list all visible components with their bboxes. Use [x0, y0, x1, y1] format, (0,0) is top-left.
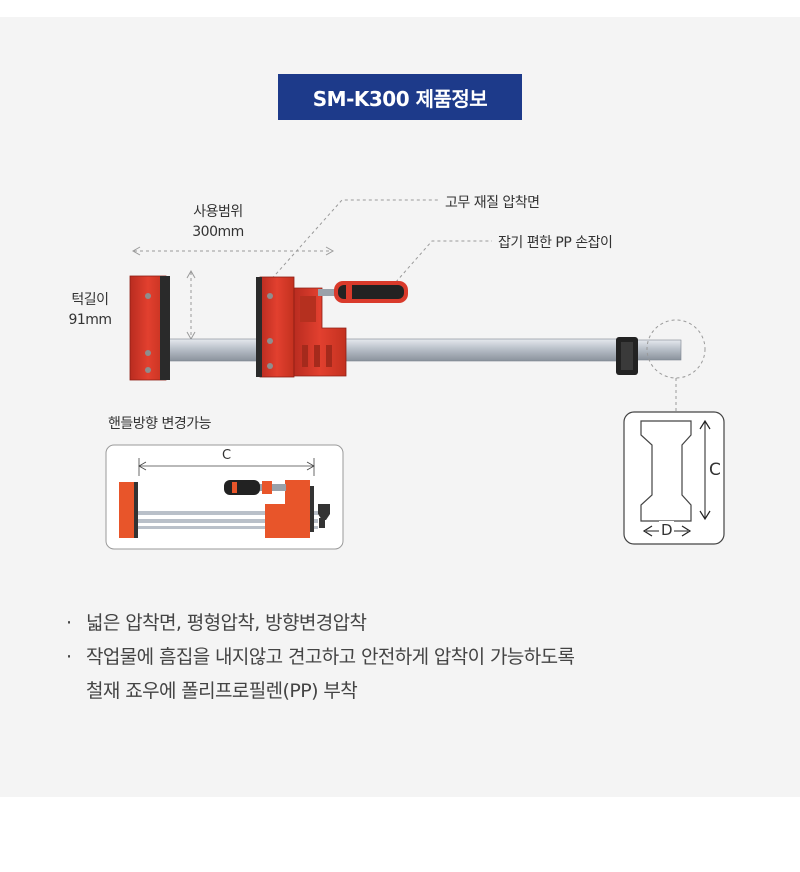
range-label-name: 사용범위 — [193, 204, 243, 220]
inset-c-label: C — [222, 448, 231, 463]
feature-text-continued: 철재 죠우에 폴리프로필렌(PP) 부착 — [86, 680, 358, 702]
bullet-dot: · — [66, 612, 72, 634]
range-label-value: 300mm — [192, 224, 244, 240]
sliding-head — [256, 276, 347, 378]
steel-bar — [154, 338, 626, 362]
pp-handle-label: 잡기 편한 PP 손잡이 — [498, 235, 613, 251]
feature-text: 작업물에 흠집을 내지않고 견고하고 안전하게 압착이 가능하도록 — [86, 646, 575, 668]
end-stop — [616, 337, 638, 375]
feature-list: · 넓은 압착면, 평형압착, 방향변경압착 · 작업물에 흠집을 내지않고 견… — [66, 606, 575, 708]
bar-profile-box — [623, 411, 725, 545]
profile-c-label: C — [709, 460, 721, 480]
pp-handle — [318, 281, 408, 303]
feature-item: · 넓은 압착면, 평형압착, 방향변경압착 — [66, 606, 574, 640]
handle-leader-line — [387, 240, 492, 292]
magnify-circle — [646, 319, 706, 379]
feature-text: 넓은 압착면, 평형압착, 방향변경압착 — [86, 612, 367, 634]
throat-dimension-line — [186, 269, 196, 341]
range-label: 사용범위 300mm — [188, 201, 248, 240]
content-panel — [0, 17, 800, 797]
reverse-handle-label: 핸들방향 변경가능 — [108, 416, 212, 432]
bullet-dot: · — [66, 646, 72, 668]
reverse-inset-box — [105, 444, 344, 550]
range-dimension-line — [131, 246, 335, 256]
rubber-surface-label: 고무 재질 압착면 — [445, 195, 540, 211]
product-title: SM-K300 제품정보 — [312, 86, 488, 111]
product-title-banner: SM-K300 제품정보 — [278, 74, 522, 120]
fixed-jaw — [129, 275, 170, 381]
throat-label: 턱길이 91mm — [55, 289, 125, 328]
throat-label-value: 91mm — [68, 312, 112, 328]
throat-label-name: 턱길이 — [71, 292, 109, 308]
feature-item: · 작업물에 흠집을 내지않고 견고하고 안전하게 압착이 가능하도록 — [66, 640, 575, 674]
rubber-leader-line — [267, 199, 438, 284]
profile-d-label: D — [659, 521, 675, 539]
